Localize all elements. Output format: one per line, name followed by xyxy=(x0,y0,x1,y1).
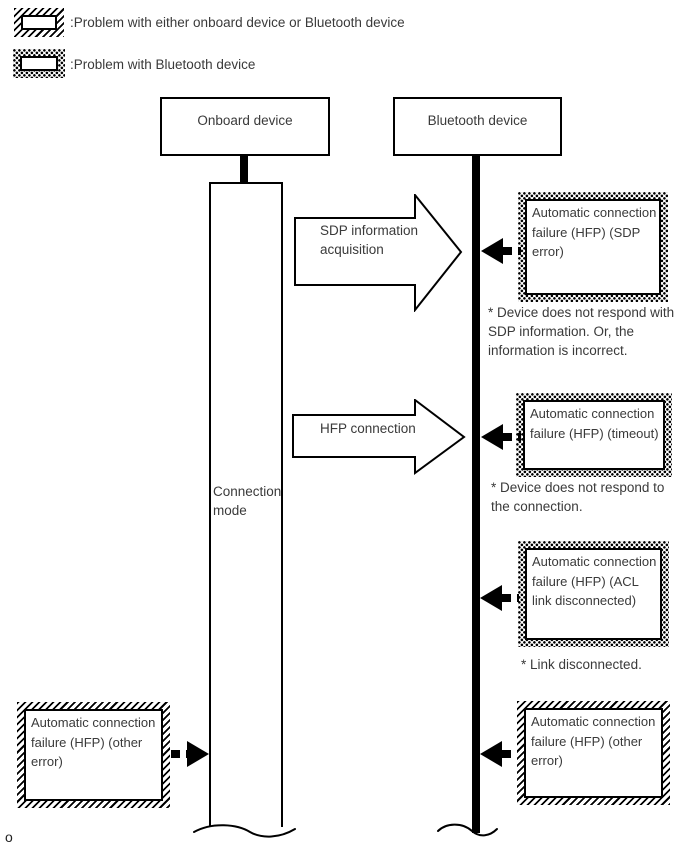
onboard-lifeline-stub xyxy=(240,155,248,183)
failure-box-acl-link-text: Automatic connection failure (HFP) (ACL … xyxy=(525,548,662,640)
onboard-device-label: Onboard device xyxy=(197,113,293,128)
dashed-arrow-left-icon xyxy=(481,424,503,450)
bluetooth-lifeline-wave xyxy=(437,823,498,837)
dashed-arrow-1 xyxy=(503,247,521,255)
dashed-arrow-5 xyxy=(171,750,187,758)
legend-dotted-icon-inner xyxy=(20,56,58,71)
dashed-arrow-left-icon xyxy=(480,741,502,767)
failure-box-other-error-left-text: Automatic connection failure (HFP) (othe… xyxy=(24,709,163,801)
dashed-arrow-left-icon xyxy=(481,238,503,264)
bluetooth-device-label: Bluetooth device xyxy=(427,113,528,128)
bluetooth-device-box: Bluetooth device xyxy=(393,97,562,156)
failure-box-other-error-left: Automatic connection failure (HFP) (othe… xyxy=(17,702,170,808)
legend-dotted-icon xyxy=(13,49,65,78)
legend-hatched-label: :Problem with either onboard device or B… xyxy=(70,15,405,30)
sdp-arrow-label: SDP information acquisition xyxy=(320,223,419,257)
connection-mode-activation: Connection mode xyxy=(209,182,283,827)
onboard-lifeline-wave xyxy=(193,824,296,838)
dashed-arrow-left-icon xyxy=(480,585,502,611)
dashed-arrow-2 xyxy=(503,433,521,441)
footer-mark: o xyxy=(5,829,13,845)
failure-box-timeout: Automatic connection failure (HFP) (time… xyxy=(516,393,672,477)
failure-box-sdp-error-text: Automatic connection failure (HFP) (SDP … xyxy=(525,199,661,295)
legend-hatched-icon xyxy=(14,8,64,37)
note-sdp-error: * Device does not respond with SDP infor… xyxy=(488,305,675,358)
note-acl-link: * Link disconnected. xyxy=(521,657,642,672)
onboard-device-box: Onboard device xyxy=(160,97,330,156)
sdp-block-arrow xyxy=(294,194,463,312)
failure-box-other-error-right-text: Automatic connection failure (HFP) (othe… xyxy=(524,708,663,798)
connection-mode-label: Connection mode xyxy=(213,484,282,518)
note-timeout: * Device does not respond to the connect… xyxy=(491,480,665,514)
failure-box-acl-link: Automatic connection failure (HFP) (ACL … xyxy=(518,541,669,647)
dashed-arrow-4 xyxy=(502,750,517,758)
legend-hatched-icon-inner xyxy=(21,15,57,30)
hfp-block-arrow xyxy=(292,399,466,475)
bluetooth-lifeline xyxy=(472,155,480,833)
hfp-arrow-label: HFP connection xyxy=(320,421,416,436)
failure-box-timeout-text: Automatic connection failure (HFP) (time… xyxy=(523,400,665,470)
dashed-arrow-3 xyxy=(502,594,519,602)
failure-box-other-error-right: Automatic connection failure (HFP) (othe… xyxy=(517,701,670,805)
failure-box-sdp-error: Automatic connection failure (HFP) (SDP … xyxy=(518,192,668,302)
dashed-arrow-right-icon xyxy=(187,741,209,767)
legend-dotted-label: :Problem with Bluetooth device xyxy=(70,57,256,72)
